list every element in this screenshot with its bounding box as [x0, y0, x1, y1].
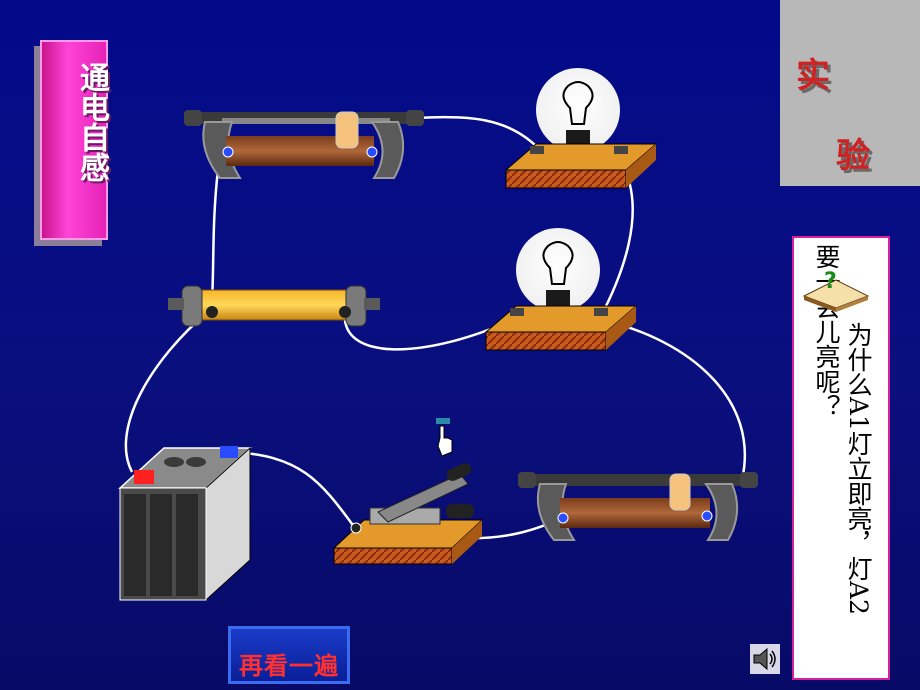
bulb-a2 [484, 228, 638, 351]
battery [118, 446, 252, 602]
hand-pointer-icon [436, 418, 453, 457]
speaker-icon[interactable] [750, 644, 780, 674]
experiment-logo [780, 0, 920, 186]
replay-button[interactable] [228, 626, 350, 684]
rheostat-top [184, 110, 424, 179]
inductor-coil [168, 285, 380, 327]
question-line1: 为什么A1灯立即亮，灯A2 [844, 322, 873, 615]
svg-text:?: ? [824, 269, 837, 294]
question-line2: 要一会儿亮呢？ [812, 244, 841, 419]
experiment-logo-char2: 验 [836, 136, 870, 176]
replay-button-label[interactable]: 再看一遍 [239, 652, 339, 680]
knife-switch [332, 463, 484, 565]
question-book-icon: ? [802, 269, 870, 312]
title-card [40, 40, 108, 240]
experiment-logo-char1: 实 [796, 56, 830, 96]
bulb-a1 [504, 68, 658, 189]
rheostat-bottom [518, 472, 758, 541]
slide-title: 通电自感 [74, 62, 109, 182]
